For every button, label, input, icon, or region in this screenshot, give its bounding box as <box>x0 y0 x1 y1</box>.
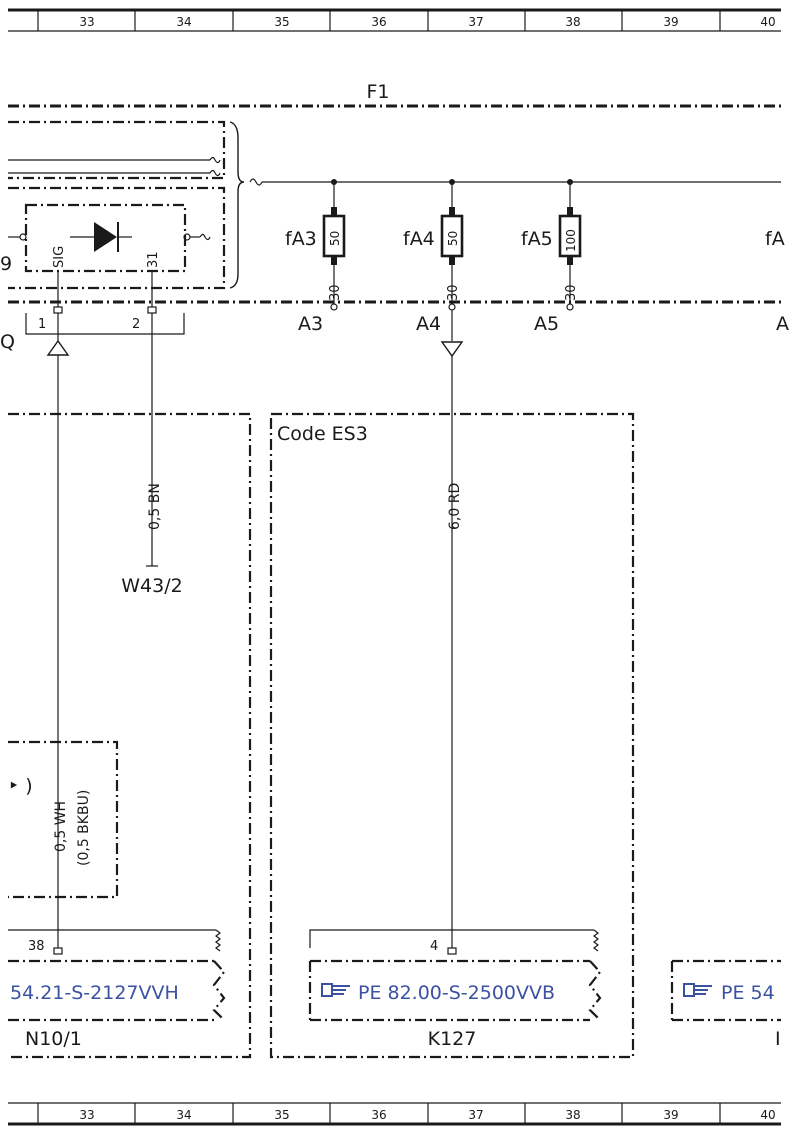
gnd-pin-label: 31 <box>146 251 161 268</box>
ground-w43: W43/2 <box>121 575 182 597</box>
down-arrow-icon <box>440 341 464 358</box>
cut-label-left: 9 <box>0 253 12 275</box>
diode-module: SIG 31 9 Q 1 2 <box>0 203 211 356</box>
fusebox-name: F1 <box>366 81 389 103</box>
diode-icon <box>70 222 132 252</box>
partial-box: ‣ ) <box>8 740 119 899</box>
fuse-fa4-output: A4 <box>416 313 441 335</box>
bottom-grid-ruler: 33 34 35 36 37 38 39 40 <box>8 1102 781 1126</box>
grid-col-33-bottom: 33 <box>79 1108 94 1122</box>
fuse-fa5-output: A5 <box>534 313 559 335</box>
fuse-fa4-name: fA4 <box>403 228 435 250</box>
pointing-hand-icon-2 <box>683 983 712 997</box>
pointing-hand-icon <box>321 983 350 997</box>
grid-col-40-bottom: 40 <box>760 1108 775 1122</box>
fuse-fa3-output: A3 <box>298 313 323 335</box>
fuse-fa5: 100 30 fA5 A5 <box>521 179 582 335</box>
fuse-fa5-name: fA5 <box>521 228 553 250</box>
wire-w43-color: 0,5 BN <box>147 483 163 530</box>
wire-a4-color: 6,0 RD <box>447 483 463 530</box>
n10-reference-link[interactable]: 54.21-S-2127VVH <box>10 982 179 1004</box>
fuse-fa3: 50 30 fA3 A3 <box>285 179 346 335</box>
grid-col-33: 33 <box>79 15 94 29</box>
fuse-cut-name: fA <box>765 228 785 250</box>
top-grid-ruler: 33 34 35 36 37 38 39 40 <box>8 8 781 32</box>
code-es3-box: Code ES3 <box>269 412 635 1059</box>
fuse-fa4-rating: 50 <box>446 231 460 246</box>
fuse-fa4-terminal: 30 <box>446 284 461 301</box>
grid-col-35-bottom: 35 <box>274 1108 289 1122</box>
cut-label-left-2: Q <box>0 331 15 353</box>
partial-box-fragment: ‣ ) <box>8 775 33 797</box>
grid-col-34-bottom: 34 <box>176 1108 191 1122</box>
cut-reference-link[interactable]: PE 54 <box>721 982 775 1004</box>
wire-signal-color-alt: (0,5 BKBU) <box>76 790 92 866</box>
code-es3-label: Code ES3 <box>277 423 368 445</box>
cut-component-name: I <box>775 1028 781 1050</box>
n10-name: N10/1 <box>25 1028 82 1050</box>
k127-reference-link[interactable]: PE 82.00-S-2500VVB <box>358 982 555 1004</box>
grid-col-40: 40 <box>760 15 775 29</box>
k127-name: K127 <box>428 1028 477 1050</box>
fusebox-f1: F1 <box>8 81 781 304</box>
grid-col-37: 37 <box>468 15 483 29</box>
fuse-fa5-terminal: 30 <box>564 284 579 301</box>
n10-pin: 38 <box>28 939 45 954</box>
connector-pin-2: 2 <box>132 317 140 332</box>
fuse-cut-output: A <box>776 313 789 335</box>
fuse-fa3-name: fA3 <box>285 228 317 250</box>
k127-pin: 4 <box>430 939 438 954</box>
fuse-fa3-rating: 50 <box>328 231 342 246</box>
grid-col-36: 36 <box>371 15 386 29</box>
wire-w43: 0,5 BN W43/2 <box>121 313 183 597</box>
wire-signal: 0,5 WH (0,5 BKBU) <box>53 313 92 948</box>
fuse-fa3-terminal: 30 <box>328 284 343 301</box>
grid-col-38-bottom: 38 <box>565 1108 580 1122</box>
connector-pin-1: 1 <box>38 317 46 332</box>
grid-col-36-bottom: 36 <box>371 1108 386 1122</box>
grid-col-39-bottom: 39 <box>663 1108 678 1122</box>
component-k127: 4 PE 82.00-S-2500VVB K127 <box>308 929 602 1050</box>
diode-module-box <box>24 203 187 273</box>
grid-col-38: 38 <box>565 15 580 29</box>
sig-pin-label: SIG <box>52 246 67 268</box>
component-cut-right: PE 54 I <box>670 959 781 1050</box>
wire-signal-color: 0,5 WH <box>53 801 69 852</box>
fuse-fa4: 50 30 fA4 A4 <box>403 179 464 335</box>
wire-a4-k127: 6,0 RD <box>440 310 464 948</box>
grid-col-35: 35 <box>274 15 289 29</box>
grid-col-39: 39 <box>663 15 678 29</box>
component-n10: 38 54.21-S-2127VVH N10/1 <box>8 929 226 1050</box>
n10-region-box <box>8 412 252 1059</box>
grid-col-34: 34 <box>176 15 191 29</box>
grid-col-37-bottom: 37 <box>468 1108 483 1122</box>
signal-arrow-icon <box>46 339 70 356</box>
fuse-fa5-rating: 100 <box>564 229 578 252</box>
